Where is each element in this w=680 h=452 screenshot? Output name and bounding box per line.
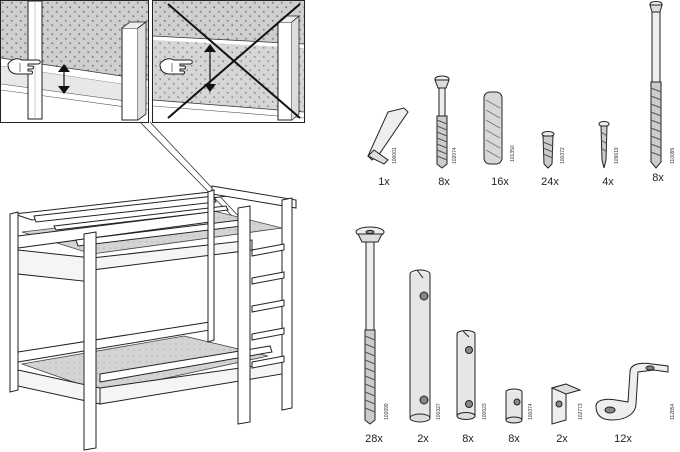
part-code: 100374 (528, 403, 534, 420)
hardware-wooden-dowel: 101350 (483, 91, 516, 165)
hardware-barrel-nut-medium: 100523 (456, 330, 488, 420)
part-code: 102699 (384, 403, 390, 420)
part-code: 100372 (560, 147, 566, 164)
part-code: 102074 (452, 147, 458, 164)
hardware-barrel-nut-long: 100327 (409, 269, 442, 423)
part-code: 101350 (510, 145, 516, 162)
qty-label: 16x (491, 176, 509, 188)
part-code: 100001 (392, 147, 398, 164)
hardware-allen-key: 100001 (367, 107, 409, 165)
hardware-barrel-nut-short: 100374 (505, 388, 534, 424)
qty-label: 1x (378, 176, 390, 188)
hardware-cam-screw: 100372 (541, 131, 566, 169)
part-code: 100327 (436, 403, 442, 420)
qty-label: 24x (541, 176, 559, 188)
hardware-long-screw: 110095 (649, 1, 676, 169)
bunk-bed-illustration (9, 185, 297, 451)
qty-label: 2x (417, 433, 429, 445)
pointing-hand-icon (159, 58, 193, 75)
detail-panel-incorrect (152, 0, 305, 123)
callout-lines (139, 121, 245, 223)
ladder (251, 243, 285, 369)
hardware-angle-bracket: 102773 (550, 383, 584, 425)
qty-label: 28x (365, 433, 383, 445)
hardware-connector-bolt: 102699 (355, 226, 390, 425)
pointing-hand-icon (7, 58, 41, 75)
qty-label: 2x (556, 433, 568, 445)
part-code: 109619 (614, 147, 620, 164)
hardware-z-bracket: 112854 (595, 362, 676, 421)
qty-label: 12x (614, 433, 632, 445)
hardware-wood-screw: 109619 (598, 121, 620, 169)
cross-out-icon (167, 3, 301, 119)
part-code: 110095 (670, 147, 676, 164)
qty-label: 8x (652, 172, 664, 184)
qty-label: 4x (602, 176, 614, 188)
qty-label: 8x (462, 433, 474, 445)
qty-label: 8x (508, 433, 520, 445)
detail-panel-correct (0, 0, 149, 123)
qty-label: 8x (438, 176, 450, 188)
part-code: 100523 (482, 403, 488, 420)
double-arrow-icon (58, 64, 70, 94)
part-code: 112854 (670, 403, 676, 420)
hardware-bolt-long: 102074 (434, 75, 458, 169)
part-code: 102773 (578, 403, 584, 420)
